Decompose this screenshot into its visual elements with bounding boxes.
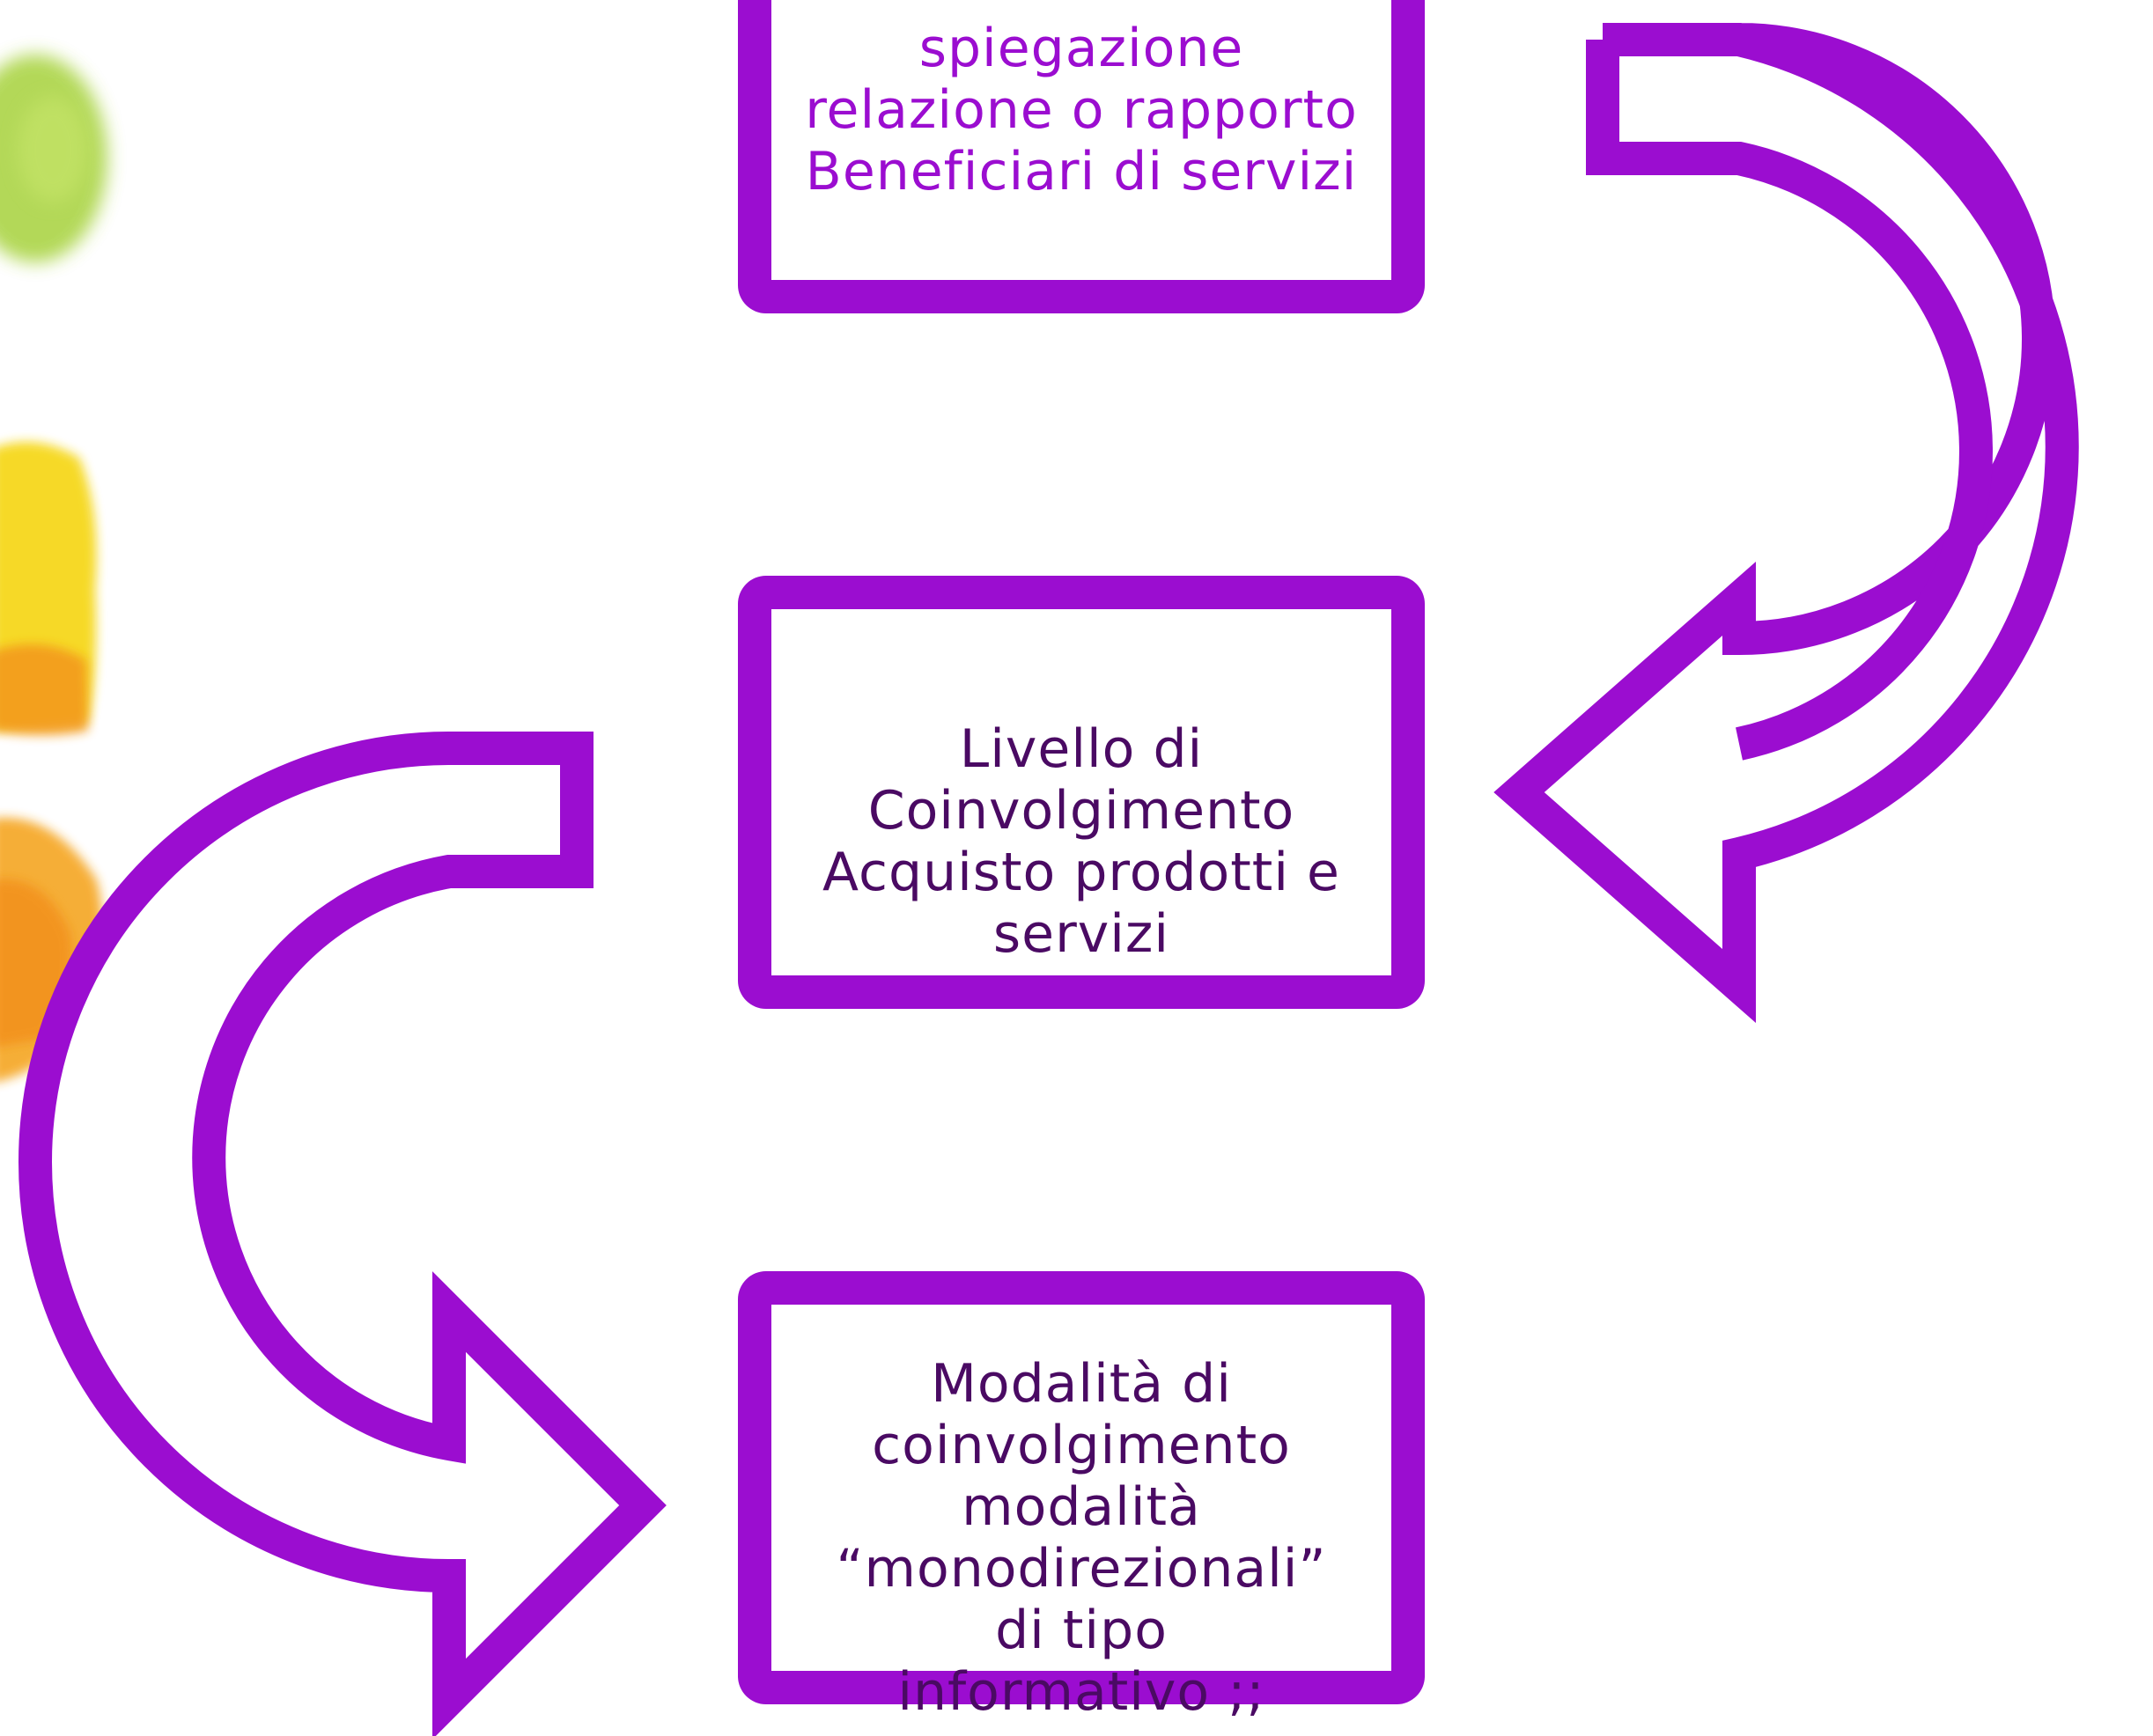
step-box-bottom-line: “monodirezionali” <box>836 1538 1327 1600</box>
step-box-top-text: spiegazione relazione o rapporto Benefic… <box>771 18 1391 202</box>
curved-arrow-down-right-icon <box>18 732 667 1736</box>
step-box-middle: Livello di Coinvolgimento Acquisto prodo… <box>738 576 1425 1009</box>
step-box-top-line: relazione o rapporto <box>805 79 1358 141</box>
green-blob-highlight <box>18 97 88 202</box>
step-box-top: spiegazione relazione o rapporto Benefic… <box>738 0 1425 313</box>
step-box-middle-line: servizi <box>992 903 1170 965</box>
step-box-bottom: Modalità di coinvolgimento modalità “mon… <box>738 1271 1425 1723</box>
step-box-bottom-line: di tipo <box>995 1600 1168 1661</box>
step-box-middle-line: Coinvolgimento <box>867 780 1295 842</box>
step-box-bottom-text: Modalità di coinvolgimento modalità “mon… <box>771 1353 1391 1723</box>
step-box-bottom-line: modalità <box>962 1476 1201 1538</box>
step-box-bottom-line: Modalità di <box>931 1353 1232 1415</box>
step-box-top-line: spiegazione <box>918 18 1244 79</box>
step-box-middle-line: Livello di <box>959 718 1204 780</box>
curved-arrow-down-left-icon <box>1493 23 2079 1024</box>
step-box-top-line: Beneficiari di servizi <box>805 141 1358 202</box>
step-box-middle-line: Acquisto prodotti e <box>822 842 1340 903</box>
orange-blob-small <box>0 644 88 735</box>
step-box-middle-text: Livello di Coinvolgimento Acquisto prodo… <box>771 718 1391 965</box>
step-box-bottom-line: coinvolgimento <box>872 1415 1291 1476</box>
step-box-bottom-line: informativo ;; <box>897 1661 1265 1723</box>
